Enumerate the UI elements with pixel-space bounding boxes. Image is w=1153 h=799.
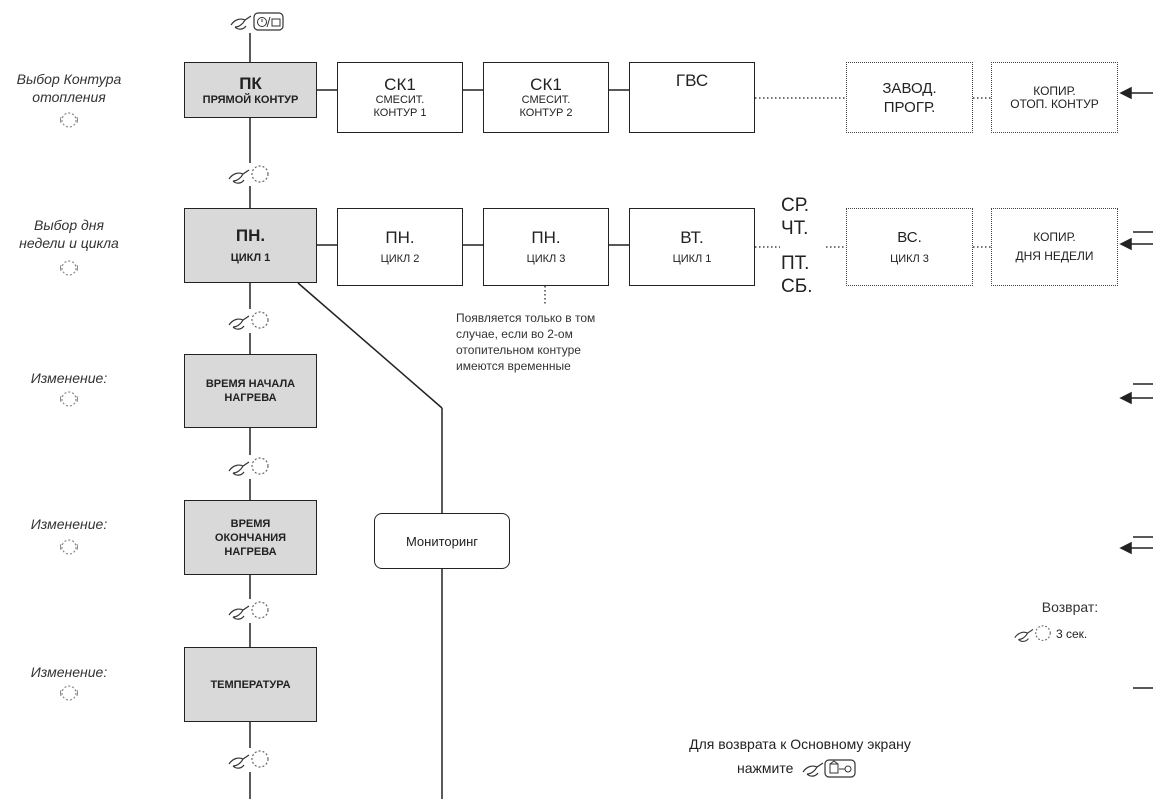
day-mon-cycle2-title: ПН. [385, 228, 415, 247]
day-tue-cycle1-sub: ЦИКЛ 1 [672, 253, 712, 265]
circuit-sk1-1-sub2: КОНТУР 1 [373, 107, 427, 119]
copy-circuit-box[interactable]: КОПИР. ОТОП. КОНТУР [991, 62, 1118, 133]
start-time-line1: ВРЕМЯ НАЧАЛА [205, 378, 296, 390]
home-hint-line2: нажмите [737, 757, 857, 779]
day-mon-cycle1-title: ПН. [235, 226, 266, 245]
circuit-sk1-2-sub1: СМЕСИТ. [521, 94, 571, 106]
end-time-box[interactable]: ВРЕМЯ ОКОНЧАНИЯ НАГРЕВА [184, 500, 317, 575]
hand-press-icon [227, 600, 271, 627]
circuit-pk-box[interactable]: ПК ПРЯМОЙ КОНТУР [184, 62, 317, 118]
circuit-pk-title: ПК [239, 73, 262, 93]
day-sun-cycle3-title: ВС. [897, 229, 922, 246]
return-time: 3 сек. [1056, 627, 1088, 641]
end-time-line2: ОКОНЧАНИЯ [214, 531, 287, 544]
return-label: Возврат: [1041, 599, 1099, 615]
factory-line1: ЗАВОД. [882, 79, 937, 97]
start-time-box[interactable]: ВРЕМЯ НАЧАЛА НАГРЕВА [184, 354, 317, 428]
hand-press-icon [229, 10, 285, 37]
circuit-sk1-2-box[interactable]: СК1 СМЕСИТ. КОНТУР 2 [483, 62, 609, 133]
copy-day-line2: ДНЯ НЕДЕЛИ [1015, 249, 1094, 263]
side-label-change: Изменение: [30, 664, 108, 680]
monitoring-button[interactable]: Мониторинг [374, 513, 510, 569]
factory-line2: ПРОГР. [883, 98, 936, 116]
side-label-circuit-select: Выбор Контура отопления [16, 71, 122, 105]
day-wed-label: СР. [781, 195, 810, 216]
day-sat-label: СБ. [781, 276, 813, 297]
copy-day-box[interactable]: КОПИР. ДНЯ НЕДЕЛИ [991, 208, 1118, 286]
day-mon-cycle2-sub: ЦИКЛ 2 [380, 253, 420, 265]
hand-press-icon [1014, 625, 1051, 642]
circuit-gvs-title: ГВС [675, 71, 709, 90]
hand-press-icon [227, 456, 271, 483]
circuit-sk1-1-box[interactable]: СК1 СМЕСИТ. КОНТУР 1 [337, 62, 463, 133]
day-tue-cycle1-title: ВТ. [680, 228, 704, 247]
rotary-knob-icon [59, 389, 79, 414]
copy-circuit-line2: ОТОП. КОНТУР [1010, 96, 1099, 111]
rotary-knob-icon [59, 258, 79, 283]
copy-circuit-line1: КОПИР. [1033, 83, 1076, 98]
home-hint-line1: Для возврата к Основному экрану [689, 736, 911, 752]
end-time-line1: ВРЕМЯ [230, 517, 271, 530]
cycle3-note: Появляется только в том случае, если во … [456, 311, 596, 373]
hand-press-icon [227, 749, 271, 776]
rotary-knob-icon [59, 537, 79, 562]
circuit-sk1-1-sub1: СМЕСИТ. [375, 94, 425, 106]
circuit-sk1-2-sub2: КОНТУР 2 [519, 107, 573, 119]
day-fri-label: ПТ. [781, 253, 810, 274]
day-mon-cycle3-sub: ЦИКЛ 3 [526, 253, 566, 265]
home-key-icon [802, 759, 856, 778]
circuit-sk1-2-title: СК1 [530, 75, 562, 94]
day-mon-cycle1-sub: ЦИКЛ 1 [230, 252, 271, 264]
side-label-change: Изменение: [30, 516, 108, 532]
day-mon-cycle3-title: ПН. [531, 228, 561, 247]
temperature-box[interactable]: ТЕМПЕРАТУРА [184, 647, 317, 722]
end-time-line3: НАГРЕВА [224, 545, 277, 558]
arrow-left-icon [1119, 86, 1153, 689]
hand-press-icon [227, 310, 271, 337]
circuit-sk1-1-title: СК1 [384, 75, 416, 94]
day-mon-cycle2-box[interactable]: ПН. ЦИКЛ 2 [337, 208, 463, 286]
day-sun-cycle3-box[interactable]: ВС. ЦИКЛ 3 [846, 208, 973, 286]
side-label-day-select: Выбор дня недели и цикла [19, 217, 119, 251]
start-time-line2: НАГРЕВА [224, 392, 277, 404]
return-hint: 3 сек. [1012, 624, 1087, 644]
day-thu-label: ЧТ. [781, 218, 809, 239]
circuit-gvs-box[interactable]: ГВС [629, 62, 755, 133]
factory-program-box[interactable]: ЗАВОД. ПРОГР. [846, 62, 973, 133]
day-tue-cycle1-box[interactable]: ВТ. ЦИКЛ 1 [629, 208, 755, 286]
day-mon-cycle3-box[interactable]: ПН. ЦИКЛ 3 [483, 208, 609, 286]
temperature-label: ТЕМПЕРАТУРА [210, 678, 291, 691]
side-label-change: Изменение: [30, 370, 108, 386]
rotary-knob-icon [59, 110, 79, 135]
circuit-pk-sub: ПРЯМОЙ КОНТУР [202, 93, 299, 106]
day-sun-cycle3-sub: ЦИКЛ 3 [890, 253, 929, 265]
home-hint-press: нажмите [737, 760, 794, 776]
day-mon-cycle1-box[interactable]: ПН. ЦИКЛ 1 [184, 208, 317, 283]
hand-press-icon [227, 164, 271, 191]
copy-day-line1: КОПИР. [1033, 230, 1076, 244]
rotary-knob-icon [59, 683, 79, 708]
